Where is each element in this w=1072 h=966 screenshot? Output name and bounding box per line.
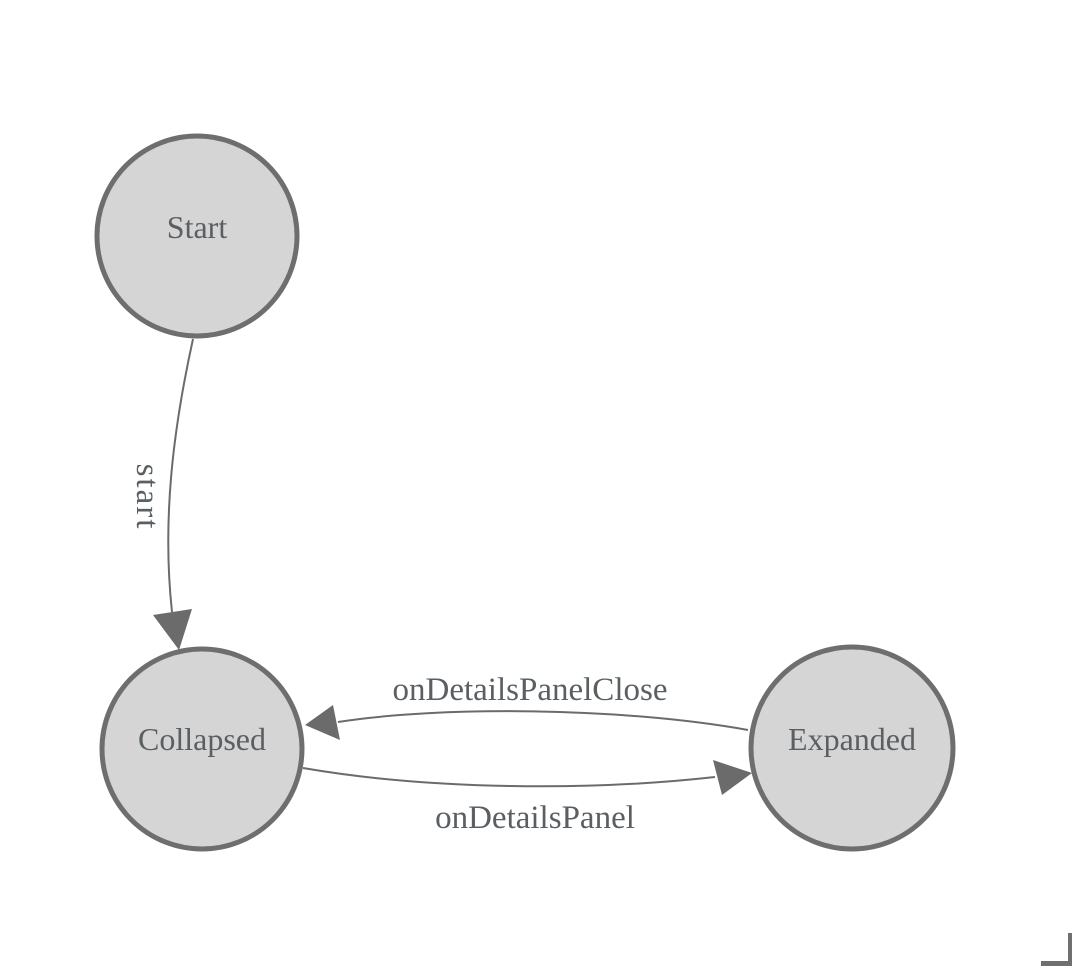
- state-start-label: Start: [167, 209, 228, 245]
- edge-ondetailspanelclose[interactable]: [337, 710, 749, 731]
- state-expanded[interactable]: Expanded: [748, 644, 956, 852]
- state-expanded-circle[interactable]: [748, 644, 956, 852]
- state-start-circle[interactable]: [94, 133, 300, 339]
- transition-collapsed-to-expanded[interactable]: onDetailsPanel: [302, 760, 752, 836]
- edge-label-ondetailspanelclose: onDetailsPanelClose: [393, 672, 668, 708]
- state-expanded-label: Expanded: [788, 721, 916, 757]
- arrowhead-right-icon: [713, 760, 752, 795]
- state-collapsed-circle[interactable]: [99, 646, 305, 852]
- arrowhead-left-icon: [305, 705, 340, 740]
- paper-corner-mark: [1041, 933, 1072, 966]
- edge-start[interactable]: [167, 338, 194, 613]
- arrowhead-down-icon: [153, 609, 192, 650]
- state-collapsed[interactable]: Collapsed: [99, 646, 305, 852]
- edge-label-start: start: [129, 464, 165, 531]
- edge-ondetailspanel[interactable]: [302, 767, 716, 788]
- transition-start-to-collapsed[interactable]: start: [129, 338, 194, 650]
- transition-expanded-to-collapsed[interactable]: onDetailsPanelClose: [305, 672, 749, 740]
- edge-label-ondetailspanel: onDetailsPanel: [435, 800, 635, 836]
- state-start[interactable]: Start: [94, 133, 300, 339]
- state-collapsed-label: Collapsed: [138, 721, 266, 757]
